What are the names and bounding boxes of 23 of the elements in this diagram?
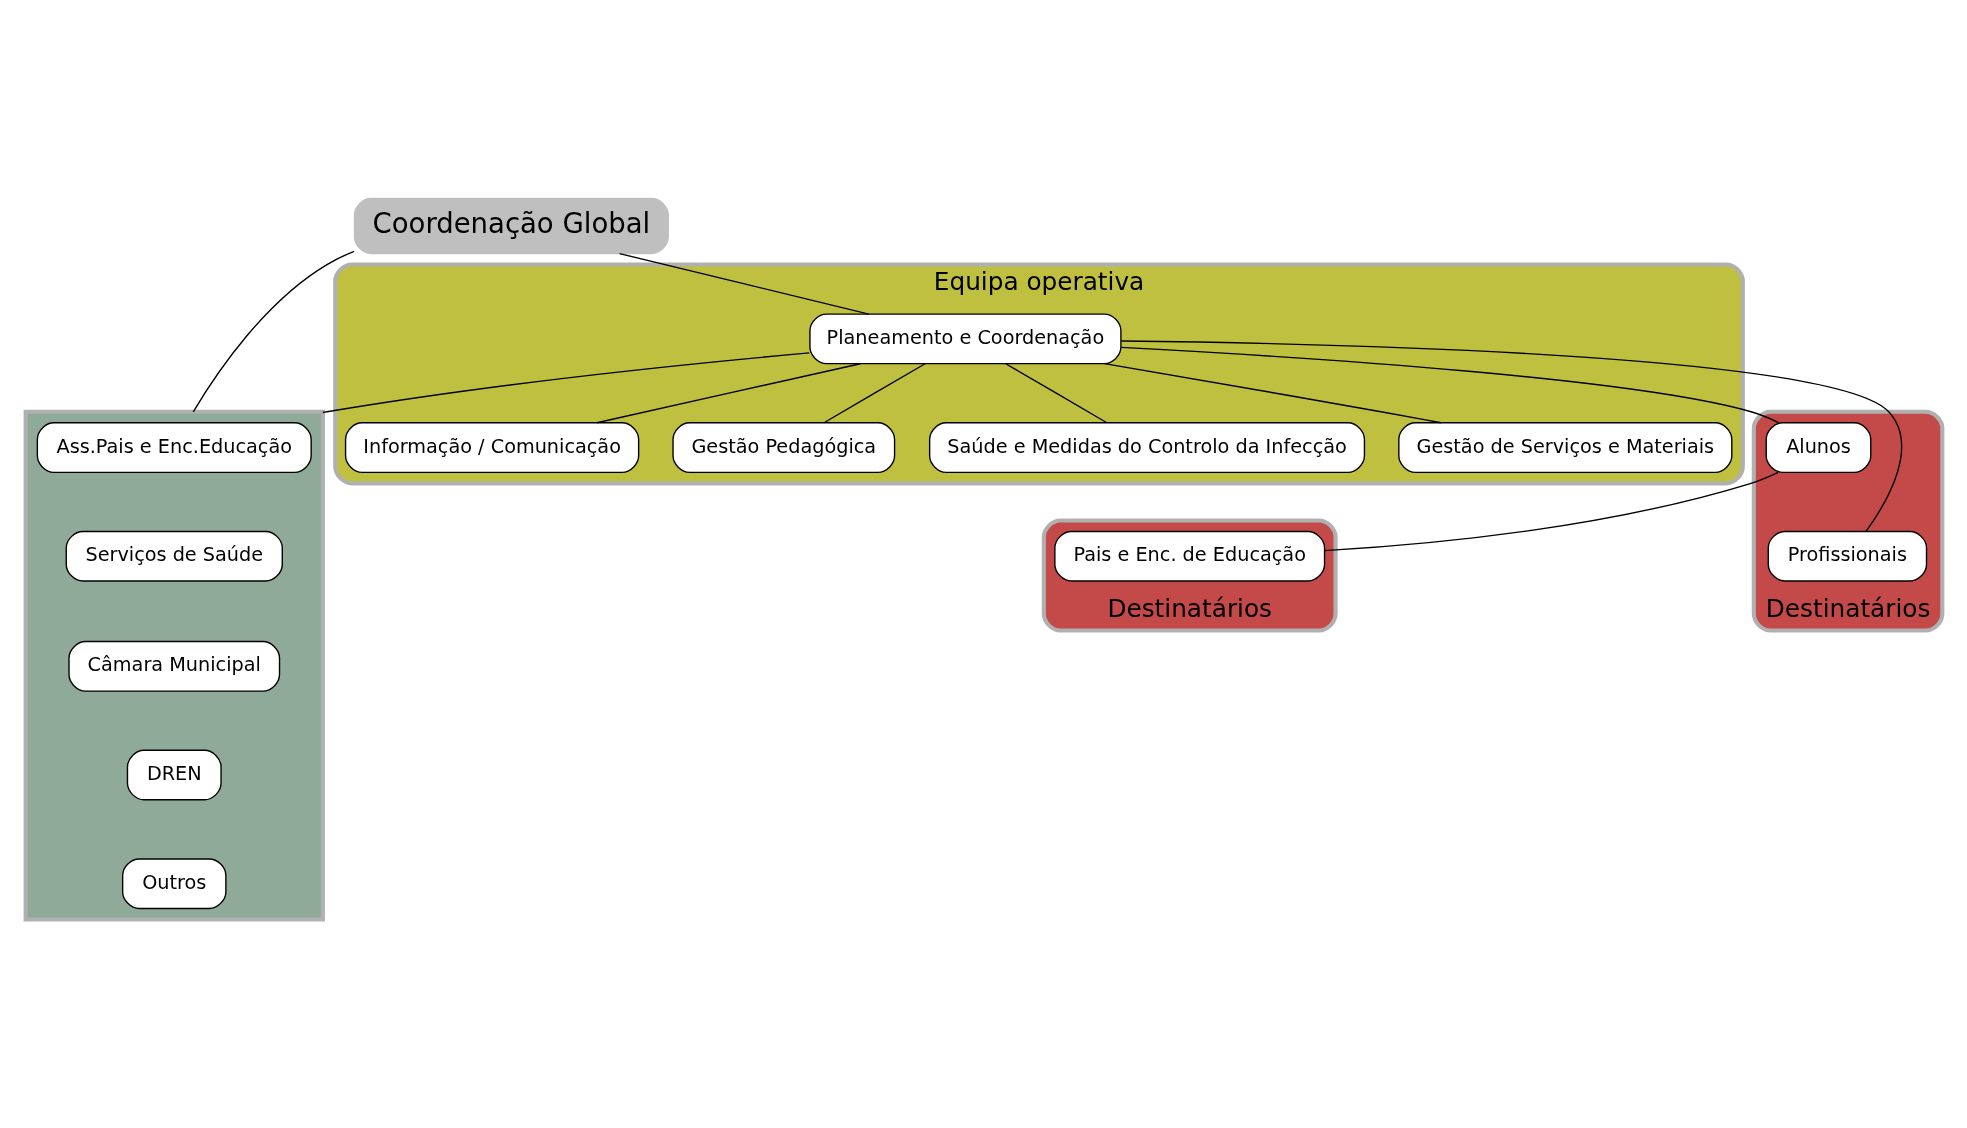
connector xyxy=(1120,339,1902,532)
connector xyxy=(595,362,861,423)
connector xyxy=(192,250,355,412)
node-box: Outros xyxy=(121,857,227,909)
node-box: Planeamento e Coordenação xyxy=(808,312,1122,364)
node-box: Gestão Pedagógica xyxy=(671,421,895,473)
cluster xyxy=(23,409,325,922)
node-box: Coordenação Global xyxy=(353,197,669,254)
node-box: Ass.Pais e Enc.Educação xyxy=(36,421,312,473)
node-box: Saúde e Medidas do Controlo da Infecção xyxy=(928,421,1365,473)
node-box: Alunos xyxy=(1765,421,1871,473)
connector xyxy=(321,351,810,413)
node-box: Profissionais xyxy=(1767,530,1927,582)
node-box: Serviços de Saúde xyxy=(65,530,283,582)
connector xyxy=(1103,362,1442,423)
node-box: Gestão de Serviços e Materiais xyxy=(1397,421,1732,473)
node-box: Pais e Enc. de Educação xyxy=(1053,530,1325,582)
node-box: Informação / Comunicação xyxy=(344,421,639,473)
connector xyxy=(822,362,926,423)
connector xyxy=(1004,362,1108,423)
connector xyxy=(1120,346,1779,423)
node-box: Câmara Municipal xyxy=(67,640,280,692)
node-box: DREN xyxy=(126,749,222,800)
